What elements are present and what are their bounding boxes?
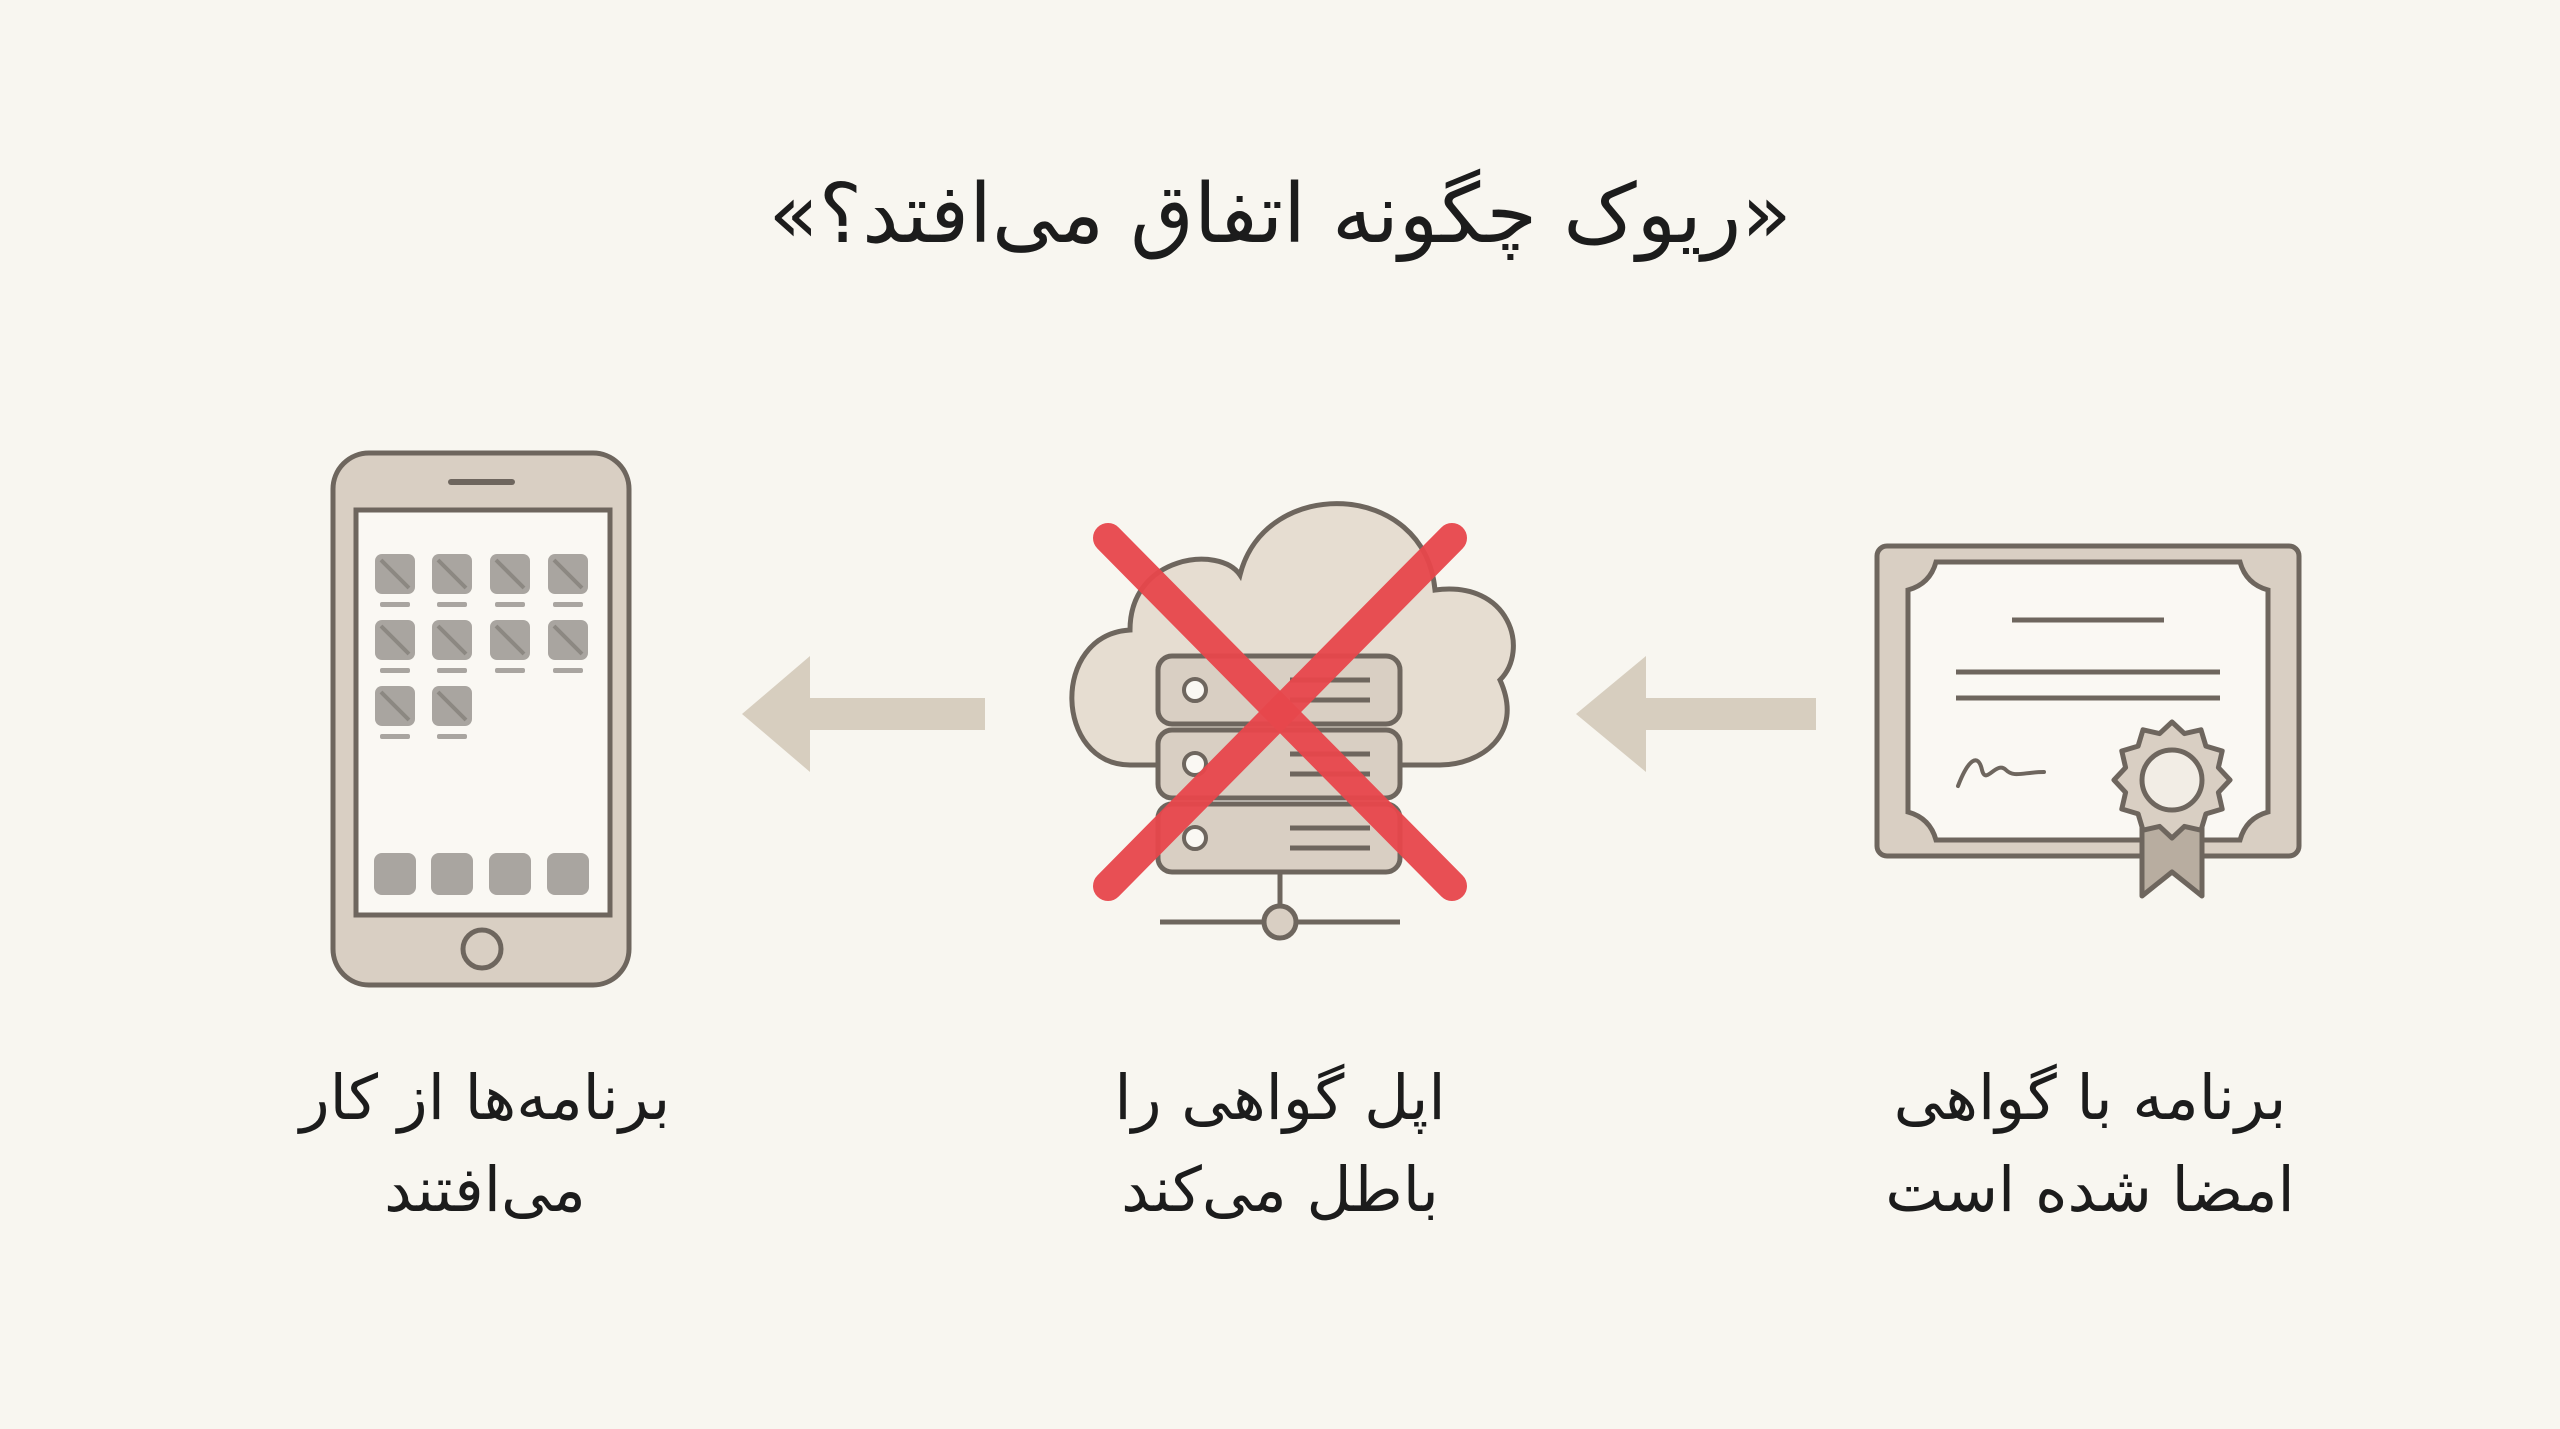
app-label-bar	[380, 602, 410, 607]
app-tile-slash	[379, 558, 411, 590]
certificate-icon	[1874, 543, 2302, 899]
arrow-left-icon	[1576, 656, 1816, 772]
server-rack	[1155, 653, 1403, 875]
app-label-bar	[437, 668, 467, 673]
app-tile-slash	[436, 690, 468, 722]
phone-icon	[330, 450, 632, 988]
app-tile-slash	[436, 558, 468, 590]
app-tile-slash	[436, 624, 468, 656]
app-label-bar	[437, 734, 467, 739]
app-label-bar	[380, 734, 410, 739]
dock-app-icon	[431, 853, 473, 895]
app-label-bar	[495, 668, 525, 673]
step-caption-apps-fail: برنامه‌ها از کار می‌افتند	[299, 1061, 671, 1226]
arrow-left-icon	[742, 656, 985, 772]
app-tile-slash	[379, 624, 411, 656]
app-tile-slash	[552, 624, 584, 656]
app-tile-slash	[552, 558, 584, 590]
step-caption-signed: برنامه با گواهی امضا شده است	[1885, 1061, 2295, 1226]
app-label-bar	[380, 668, 410, 673]
page-title: «ریوک چگونه اتفاق می‌افتد؟»	[768, 167, 1792, 262]
app-label-bar	[553, 668, 583, 673]
dock-app-icon	[547, 853, 589, 895]
app-tile-slash	[494, 624, 526, 656]
app-icons-grid	[374, 554, 589, 895]
app-tile-slash	[494, 558, 526, 590]
dock-app-icon	[374, 853, 416, 895]
app-label-bar	[495, 602, 525, 607]
seal-icon	[2111, 719, 2233, 899]
app-label-bar	[553, 602, 583, 607]
revoked-cross-icon	[1093, 523, 1467, 901]
revoked-server-icon	[1069, 501, 1516, 941]
step-caption-revoked: اپل گواهی را باطل می‌کند	[1114, 1061, 1446, 1226]
dock-app-icon	[489, 853, 531, 895]
app-tile-slash	[379, 690, 411, 722]
app-label-bar	[437, 602, 467, 607]
